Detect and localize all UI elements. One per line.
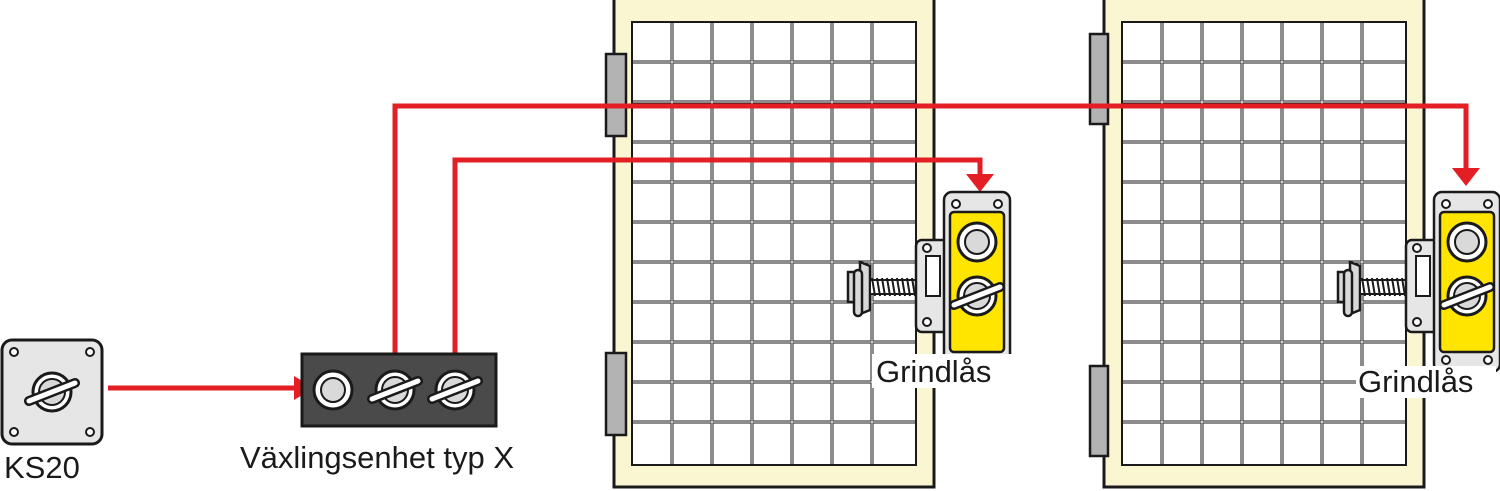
label-backdrop-2: [1356, 366, 1496, 398]
key-slot-icon: [312, 369, 354, 411]
wires: [108, 103, 1469, 391]
hinge-bottom-2: [1088, 364, 1110, 458]
arrow-into-lock-1: [966, 174, 994, 192]
arrow-into-lock-2: [1452, 168, 1480, 186]
gate-lock-2-label: Grindlås: [1358, 364, 1473, 399]
hinge-top-1: [604, 52, 628, 138]
hinge-bottom-1: [604, 351, 628, 437]
ks20-label: KS20: [4, 450, 80, 485]
gate-lock-1-label: Grindlås: [876, 354, 991, 389]
gate-2: [1088, 0, 1426, 489]
label-backdrop-1: [872, 354, 1012, 388]
wire-unit-to-lock-2: [392, 103, 1469, 362]
key-switch-icon: [0, 338, 104, 446]
switch-unit-label: Växlingsenhet typ X: [240, 440, 514, 475]
gate-1: [604, 0, 936, 489]
switch-unit: [300, 352, 498, 428]
hinge-top-2: [1088, 32, 1110, 126]
wire-unit-to-lock-1: [452, 157, 983, 362]
